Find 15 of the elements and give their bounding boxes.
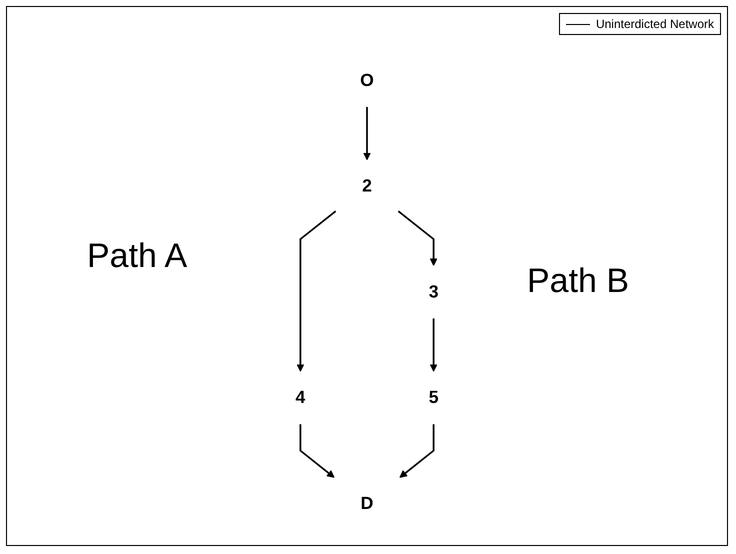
node-text: 4 [296, 388, 306, 408]
node-text: O [360, 70, 374, 90]
node-text: 3 [428, 282, 438, 302]
node-text: 5 [428, 388, 438, 408]
arrow [398, 210, 438, 266]
arrow [430, 318, 438, 372]
arrow [399, 424, 434, 478]
arrow [300, 424, 335, 478]
legend-text: Uninterdicted Network [596, 17, 714, 31]
node-text: 2 [362, 176, 372, 196]
node-text: D [360, 494, 374, 514]
path-label: Path B [527, 262, 630, 301]
arrow [363, 106, 371, 160]
arrow [296, 210, 336, 372]
path-label: Path A [87, 237, 188, 276]
